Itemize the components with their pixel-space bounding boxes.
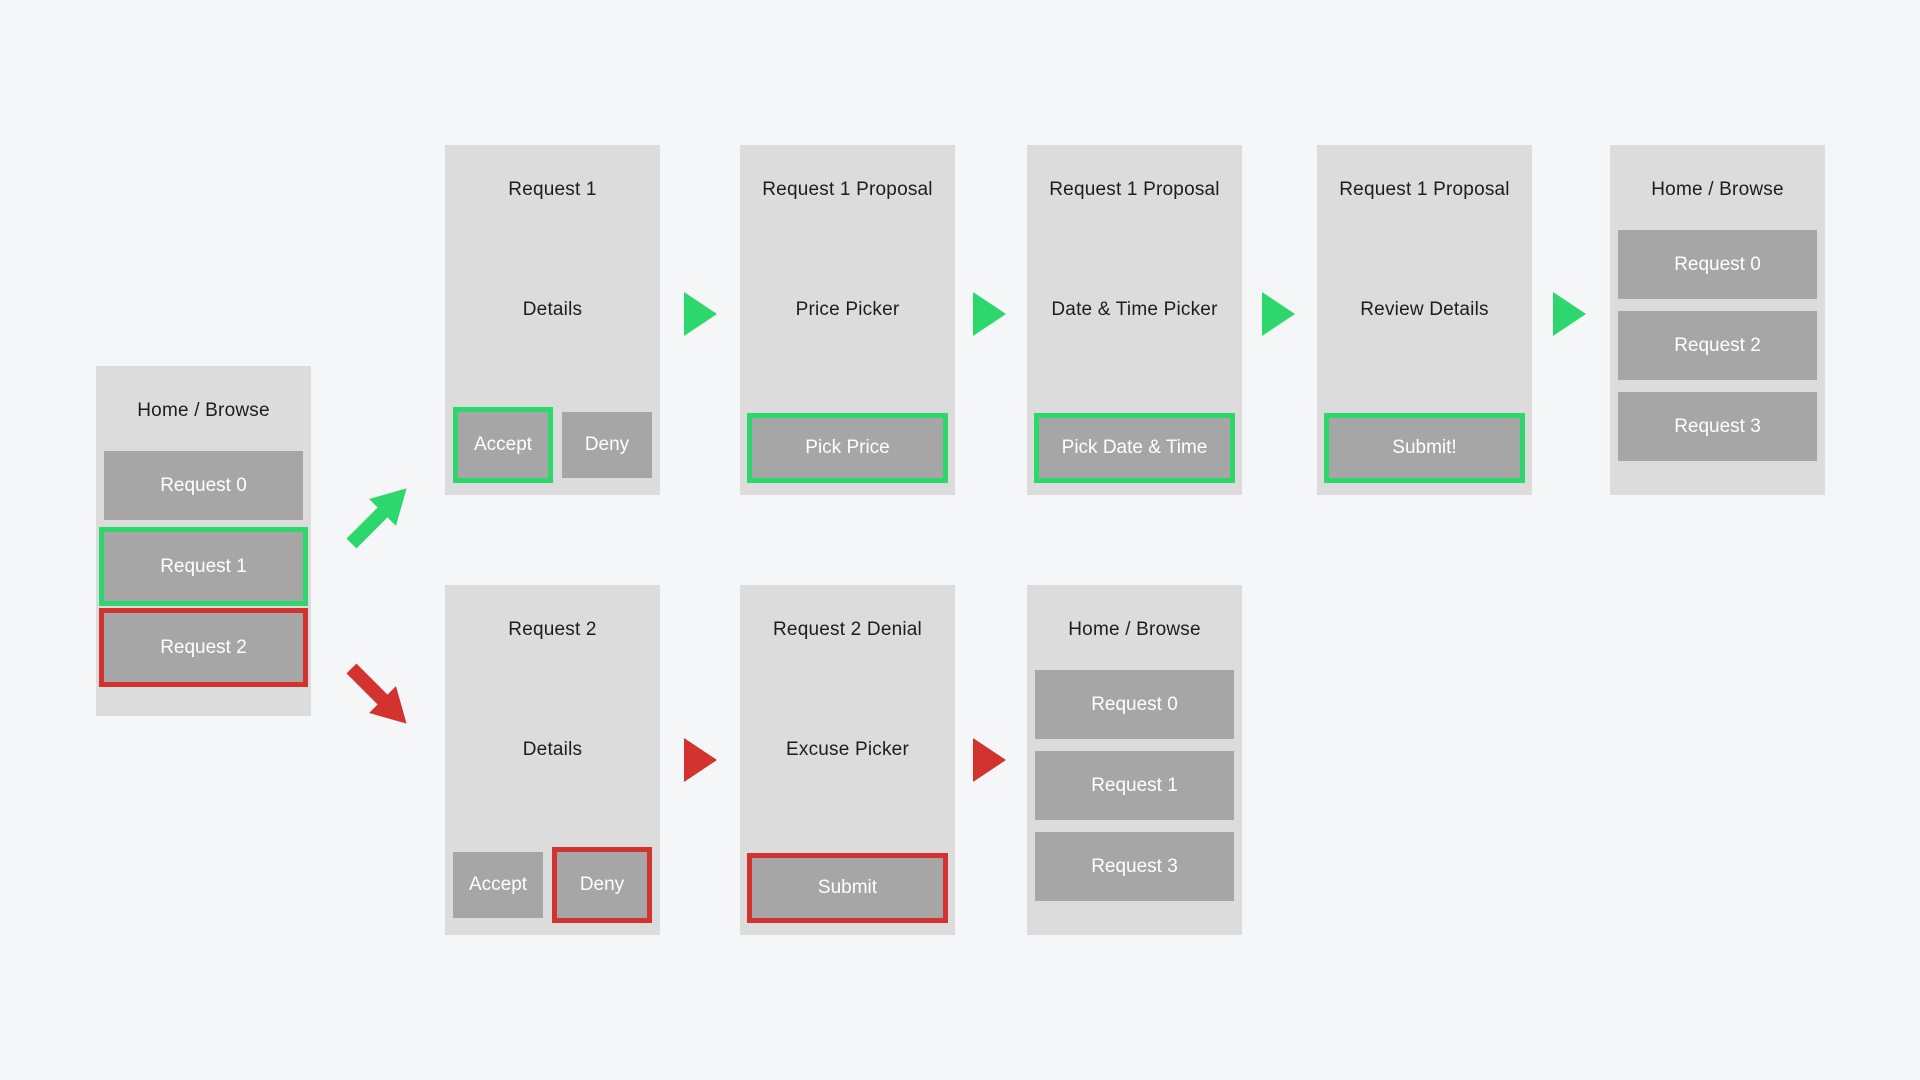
screen-title: Home / Browse: [1651, 179, 1784, 200]
screen-title: Request 1 Proposal: [1339, 179, 1510, 200]
screen-card-request1-datetime-picker: Request 1 Proposal Date & Time Picker Pi…: [1027, 145, 1242, 495]
flow-arrow-green-icon: [1553, 292, 1586, 336]
request-list: Request 0 Request 1 Request 2: [99, 451, 308, 694]
deny-button[interactable]: Deny: [552, 847, 652, 923]
screen-title: Home / Browse: [1068, 619, 1201, 640]
screen-card-home-after-accept: Home / Browse Request 0 Request 2 Reques…: [1610, 145, 1825, 495]
flow-arrow-green-icon: [973, 292, 1006, 336]
submit-button[interactable]: Submit!: [1324, 413, 1525, 483]
flow-arrow-green-icon: [684, 292, 717, 336]
action-row: Accept Deny: [453, 407, 652, 483]
screen-card-home-start: Home / Browse Request 0 Request 1 Reques…: [96, 366, 311, 716]
submit-button[interactable]: Submit: [747, 853, 948, 923]
request-1-button[interactable]: Request 1: [1035, 751, 1234, 820]
request-2-button[interactable]: Request 2: [99, 608, 308, 687]
screen-title: Request 1 Proposal: [762, 179, 933, 200]
request-0-button[interactable]: Request 0: [1035, 670, 1234, 739]
screen-title: Home / Browse: [137, 400, 270, 421]
request-3-button[interactable]: Request 3: [1035, 832, 1234, 901]
request-1-button[interactable]: Request 1: [99, 527, 308, 606]
accept-button[interactable]: Accept: [453, 852, 543, 918]
request-3-button[interactable]: Request 3: [1618, 392, 1817, 461]
screen-body-label: Excuse Picker: [786, 739, 909, 760]
screen-card-request1-review: Request 1 Proposal Review Details Submit…: [1317, 145, 1532, 495]
screen-body-label: Review Details: [1360, 299, 1489, 320]
action-row: Accept Deny: [453, 847, 652, 923]
screen-body-label: Price Picker: [795, 299, 900, 320]
screen-title: Request 1: [508, 179, 597, 200]
screen-body-label: Date & Time Picker: [1051, 299, 1218, 320]
deny-button[interactable]: Deny: [562, 412, 652, 478]
flow-arrow-red-icon: [684, 738, 717, 782]
flow-arrow-green-icon: [1262, 292, 1295, 336]
screen-title: Request 1 Proposal: [1049, 179, 1220, 200]
screen-title: Request 2: [508, 619, 597, 640]
accept-button[interactable]: Accept: [453, 407, 553, 483]
screen-card-request2-denial: Request 2 Denial Excuse Picker Submit: [740, 585, 955, 935]
pick-datetime-button[interactable]: Pick Date & Time: [1034, 413, 1235, 483]
request-list: Request 0 Request 1 Request 3: [1035, 670, 1234, 913]
screen-card-home-after-deny: Home / Browse Request 0 Request 1 Reques…: [1027, 585, 1242, 935]
request-0-button[interactable]: Request 0: [104, 451, 303, 520]
screen-card-request1-price-picker: Request 1 Proposal Price Picker Pick Pri…: [740, 145, 955, 495]
screen-title: Request 2 Denial: [773, 619, 922, 640]
pick-price-button[interactable]: Pick Price: [747, 413, 948, 483]
request-list: Request 0 Request 2 Request 3: [1618, 230, 1817, 473]
request-2-button[interactable]: Request 2: [1618, 311, 1817, 380]
screen-body-label: Details: [522, 299, 583, 320]
branch-arrow-accept-icon: [346, 488, 407, 549]
request-0-button[interactable]: Request 0: [1618, 230, 1817, 299]
flow-arrow-red-icon: [973, 738, 1006, 782]
screen-body-label: Details: [522, 739, 583, 760]
screen-card-request2-details: Request 2 Details Accept Deny: [445, 585, 660, 935]
branch-arrow-deny-icon: [346, 663, 407, 724]
screen-card-request1-details: Request 1 Details Accept Deny: [445, 145, 660, 495]
